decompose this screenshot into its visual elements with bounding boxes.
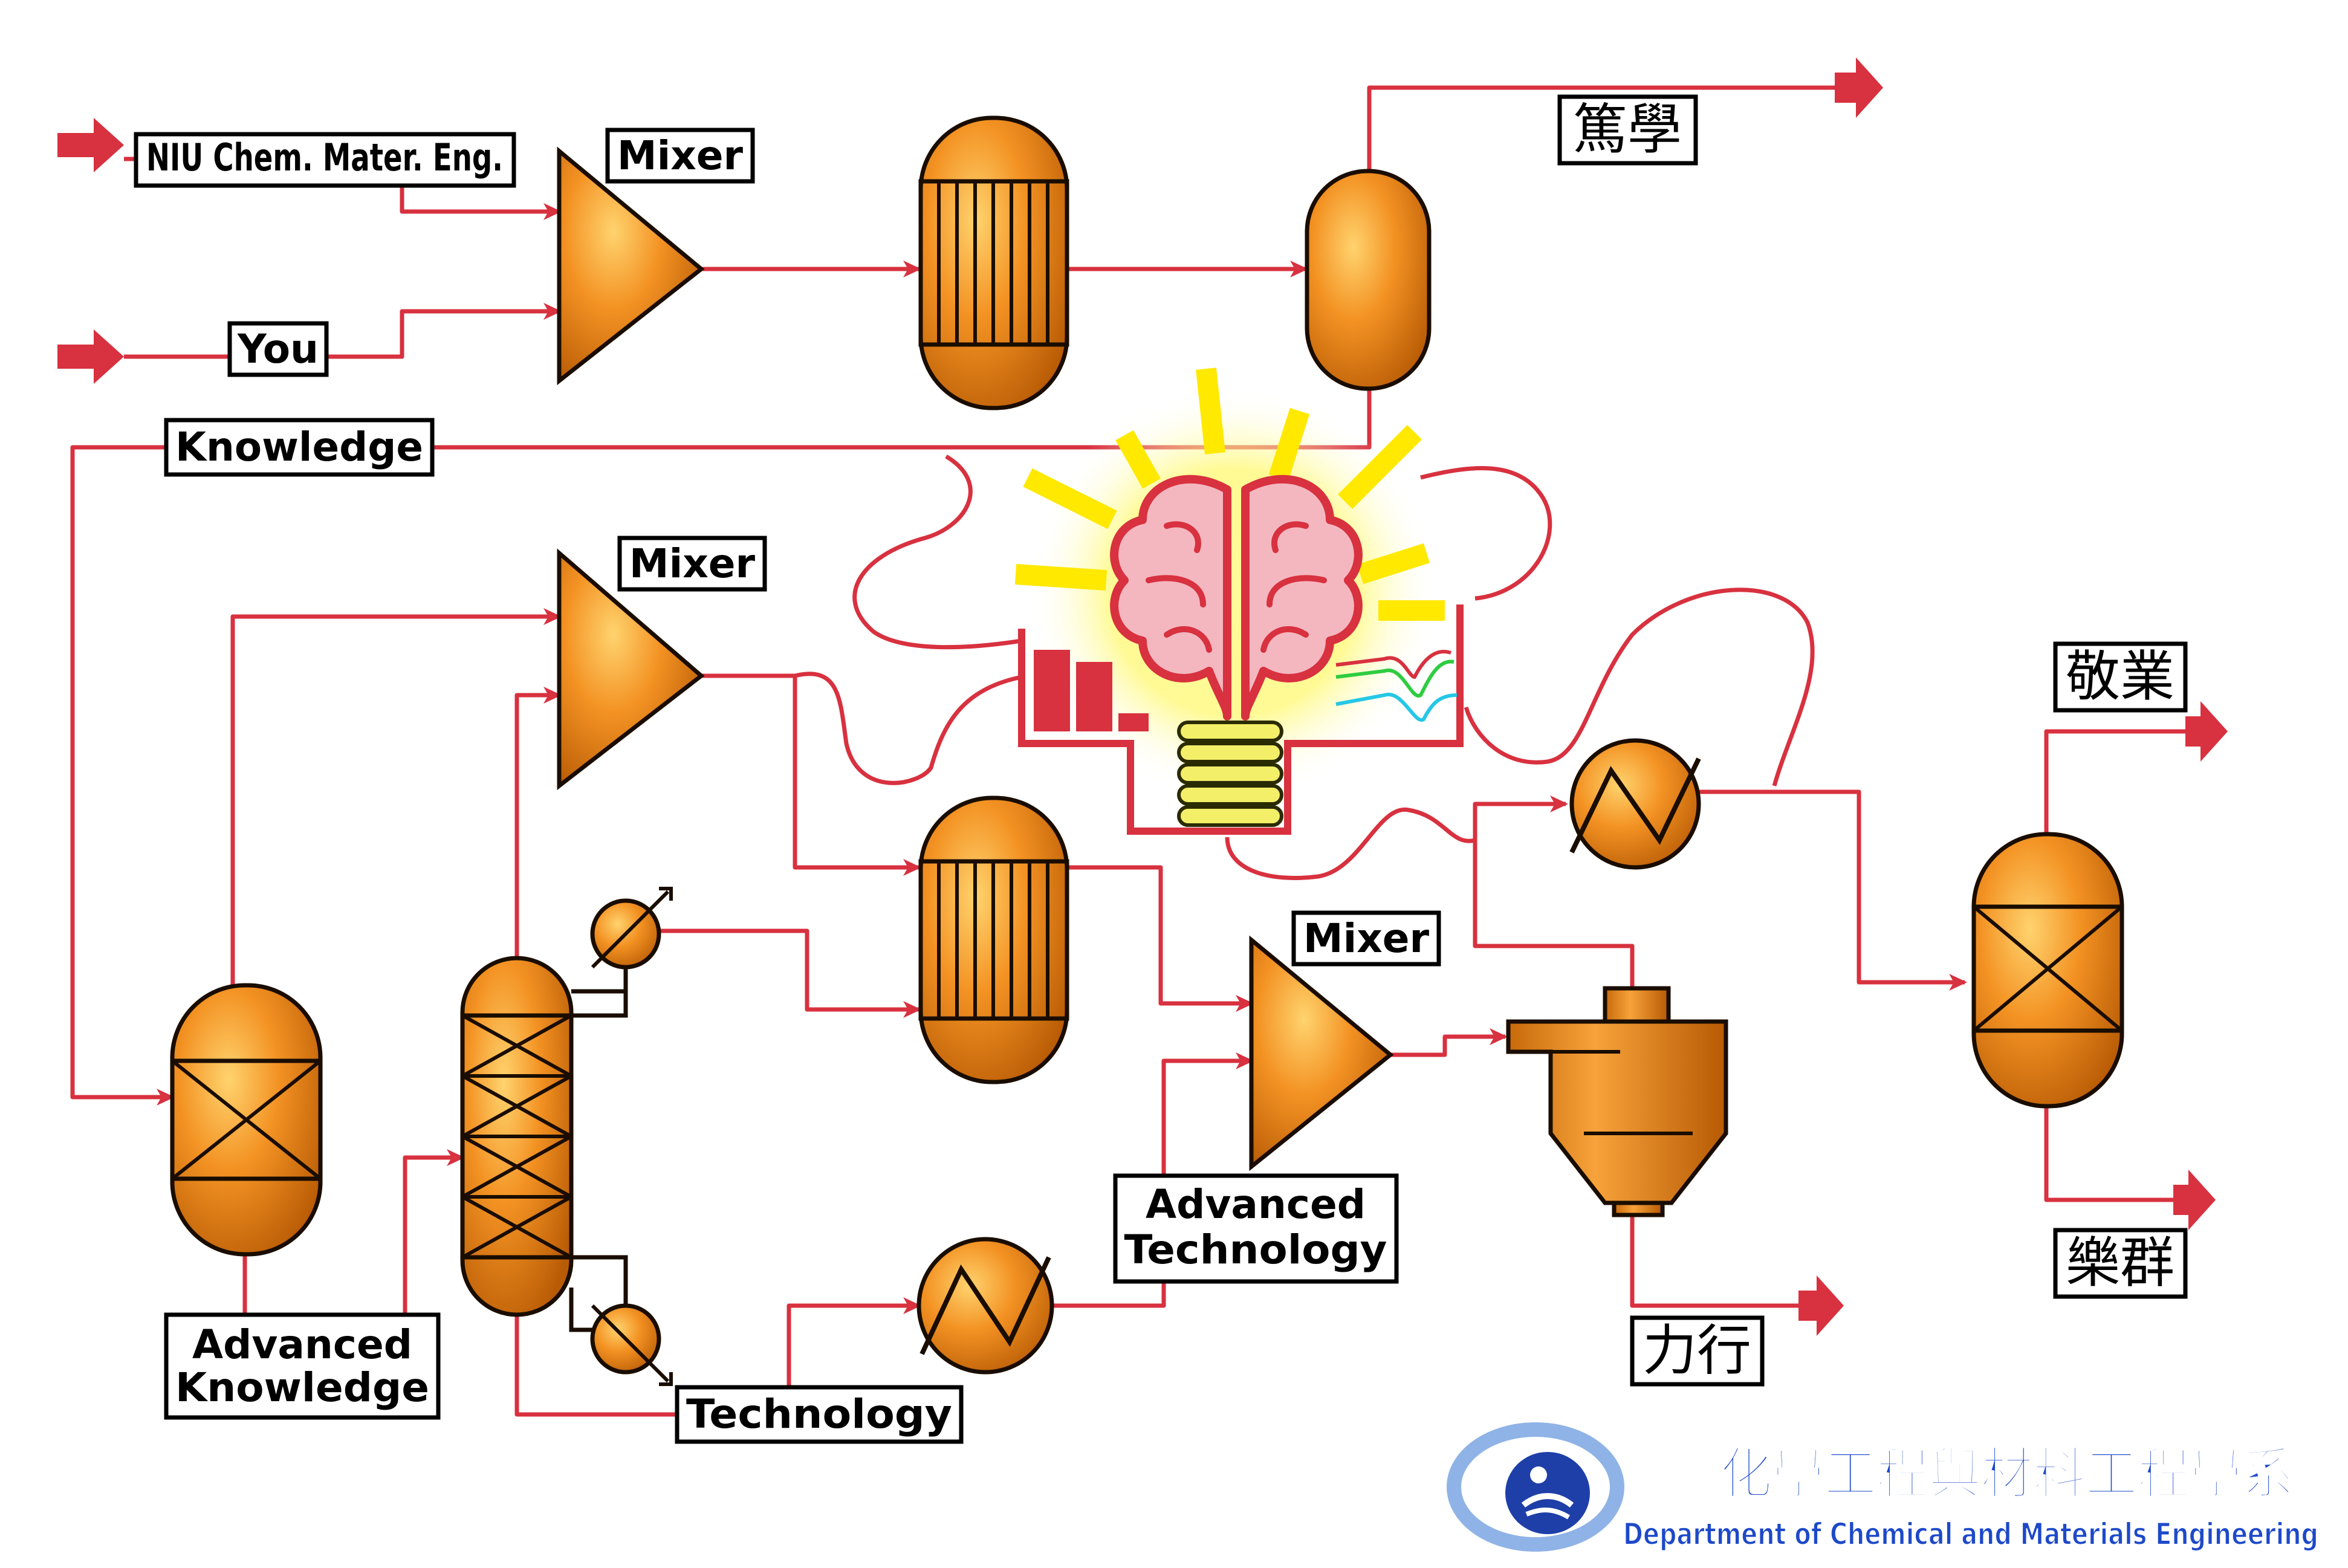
label-mixer-2: Mixer (617, 536, 767, 592)
svg-text:Mixer: Mixer (1303, 915, 1430, 962)
heat-exchanger-2 (1569, 738, 1701, 870)
label-you: You (227, 321, 329, 377)
svg-text:力行: 力行 (1643, 1319, 1751, 1382)
department-logo: 化學工程與材料工程學系 Department of Chemical and M… (1447, 1422, 2319, 1552)
label-advanced-knowledge: Advanced Knowledge (164, 1312, 441, 1420)
brain-lightbulb-illustration (1014, 368, 1464, 835)
mixer-1 (557, 146, 705, 386)
mixer-3 (1249, 935, 1394, 1171)
label-product-right-top: 敬業 (2053, 641, 2188, 713)
label-product-top: 篤學 (1557, 94, 1698, 166)
svg-text:Advanced: Advanced (1146, 1181, 1366, 1228)
svg-text:NIU Chem. Mater. Eng.: NIU Chem. Mater. Eng. (146, 135, 503, 180)
product-arrow-cyclone (1798, 1275, 1844, 1336)
label-mixer-3: Mixer (1291, 910, 1441, 967)
logo-name-zh: 化學工程與材料工程學系 (1720, 1442, 2294, 1506)
svg-text:You: You (237, 326, 319, 372)
svg-text:Knowledge: Knowledge (175, 424, 423, 470)
label-niu: NIU Chem. Mater. Eng. (134, 132, 516, 188)
svg-text:Mixer: Mixer (629, 540, 756, 587)
label-knowledge: Knowledge (164, 418, 435, 477)
feed-arrow-2 (57, 329, 124, 384)
product-arrow-right-top (2185, 701, 2228, 762)
reboiler (590, 1303, 673, 1386)
label-advanced-technology: Advanced Technology (1113, 1173, 1399, 1284)
distillation-column (460, 956, 628, 1332)
logo-name-en: Department of Chemical and Materials Eng… (1623, 1517, 2318, 1552)
svg-text:Technology: Technology (686, 1391, 952, 1437)
mixer-2 (557, 548, 705, 791)
flash-drum (1305, 169, 1432, 391)
cyclone-separator (1506, 986, 1728, 1217)
heat-exchanger-1 (916, 1237, 1054, 1375)
product-arrow-right-bottom (2173, 1170, 2216, 1230)
feed-arrow-1 (57, 118, 124, 172)
label-product-cyclone: 力行 (1630, 1315, 1765, 1387)
label-mixer-1: Mixer (605, 128, 755, 184)
label-technology: Technology (675, 1385, 964, 1444)
packed-column-1 (170, 983, 323, 1257)
stream-lines (57, 57, 2228, 1417)
tube-reactor-1 (918, 115, 1069, 410)
label-product-right-bottom: 樂群 (2053, 1228, 2188, 1299)
packed-reactor-final (1971, 832, 2124, 1109)
condenser (590, 887, 673, 970)
svg-text:樂群: 樂群 (2066, 1231, 2174, 1295)
tube-reactor-2 (918, 795, 1069, 1084)
svg-text:敬業: 敬業 (2066, 645, 2174, 708)
svg-text:Advanced: Advanced (192, 1321, 412, 1368)
svg-text:Technology: Technology (1124, 1226, 1387, 1273)
svg-text:Mixer: Mixer (617, 132, 744, 179)
svg-text:篤學: 篤學 (1573, 98, 1682, 161)
svg-text:Knowledge: Knowledge (175, 1364, 429, 1411)
product-arrow-top (1835, 57, 1883, 118)
